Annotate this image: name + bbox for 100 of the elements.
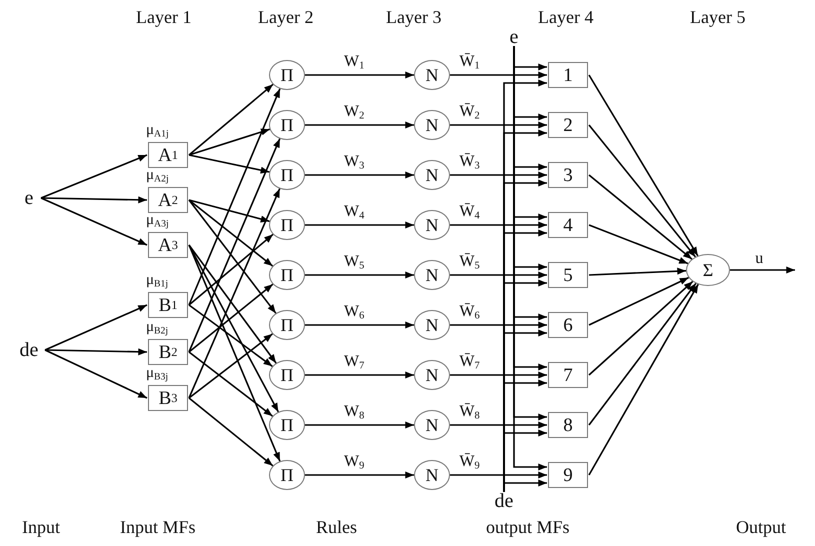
normalization-node: N — [414, 310, 450, 340]
arrow — [188, 244, 281, 462]
arrow — [188, 200, 276, 314]
membership-degree-label: μ$_{B3j}$ — [146, 366, 168, 382]
arrow — [188, 284, 274, 353]
bus-signal-label: de — [492, 492, 516, 510]
arrow — [588, 224, 688, 264]
layer-caption: Rules — [316, 518, 358, 536]
arrow — [40, 154, 148, 199]
normalization-node: N — [414, 210, 450, 240]
arrow — [588, 284, 699, 476]
arrow — [450, 222, 547, 228]
arrow — [40, 196, 148, 204]
output-membership-box: 2 — [548, 112, 588, 138]
arrow — [305, 372, 414, 378]
arrow — [44, 348, 148, 356]
arrow — [188, 84, 274, 156]
arrow — [305, 222, 414, 228]
arrow — [188, 244, 279, 412]
arrow — [305, 72, 414, 78]
layer-title: Layer 5 — [690, 8, 746, 26]
arrow — [503, 480, 547, 492]
arrow — [188, 88, 281, 306]
bus-signal-label: e — [508, 28, 520, 46]
edge-label: W$_{9}$ — [343, 454, 366, 472]
arrow — [450, 122, 547, 128]
input-variable-label: e — [18, 186, 40, 210]
edge-label: W$_{6}$ — [343, 304, 366, 322]
edge-label: W$_{3}$ — [343, 154, 366, 172]
arrow — [188, 244, 277, 364]
arrow — [44, 349, 148, 399]
normalization-node: N — [414, 460, 450, 490]
normalization-node: N — [414, 360, 450, 390]
layer-caption: Input — [22, 518, 60, 536]
membership-degree-label: μ$_{A2j}$ — [146, 168, 169, 184]
arrow — [450, 172, 547, 178]
arrow — [188, 188, 280, 398]
output-membership-box: 5 — [548, 262, 588, 288]
arrow — [188, 154, 270, 174]
arrow — [305, 272, 414, 278]
layer-title: Layer 4 — [538, 8, 594, 26]
layer-caption: output MFs — [486, 518, 570, 536]
arrow — [305, 472, 414, 478]
arrow — [188, 199, 270, 222]
arrow — [450, 322, 547, 328]
output-membership-box: 8 — [548, 412, 588, 438]
arrow — [188, 234, 274, 306]
normalization-node: N — [414, 260, 450, 290]
arrow — [588, 268, 686, 276]
arrow — [44, 304, 148, 351]
arrow — [188, 351, 273, 417]
edge-label: W̄$_{3}$ — [458, 154, 481, 172]
arrow — [588, 276, 689, 326]
output-membership-box: 6 — [548, 312, 588, 338]
edge-label: W̄$_{5}$ — [458, 254, 481, 272]
summation-node: Σ — [686, 254, 730, 286]
arrow — [588, 74, 698, 256]
arrow — [305, 172, 414, 178]
edge-label: W$_{5}$ — [343, 254, 366, 272]
output-membership-box: 7 — [548, 362, 588, 388]
output-membership-box: 3 — [548, 162, 588, 188]
edge-label: W̄$_{9}$ — [458, 454, 481, 472]
membership-degree-label: μ$_{A1j}$ — [146, 123, 169, 140]
arrow — [588, 280, 694, 376]
arrow — [40, 197, 148, 246]
layer-title: Layer 2 — [258, 8, 314, 26]
arrow — [730, 266, 795, 274]
normalization-node: N — [414, 410, 450, 440]
arrow — [188, 397, 274, 466]
arrow — [305, 122, 414, 128]
arrow — [305, 322, 414, 328]
arrow — [450, 422, 547, 428]
arrow — [188, 138, 281, 352]
arrow — [588, 174, 692, 260]
arrow — [305, 422, 414, 428]
arrow — [588, 124, 696, 258]
arrow — [450, 472, 547, 478]
arrow — [450, 372, 547, 378]
membership-degree-label: μ$_{B2j}$ — [146, 320, 168, 336]
output-membership-box: 1 — [548, 62, 588, 88]
output-membership-box: 9 — [548, 462, 588, 488]
membership-degree-label: μ$_{B1j}$ — [146, 273, 168, 290]
edge-label: W̄$_{8}$ — [458, 404, 481, 422]
arrow — [588, 282, 697, 426]
layer-caption: Output — [736, 518, 786, 536]
arrow — [188, 333, 273, 399]
arrow — [450, 72, 547, 78]
output-membership-box: 4 — [548, 212, 588, 238]
membership-degree-label: μ$_{A3j}$ — [146, 213, 169, 230]
edge-label: W̄$_{6}$ — [458, 304, 481, 322]
arrow — [450, 272, 547, 278]
normalization-node: N — [414, 110, 450, 140]
edge-label: W$_{8}$ — [343, 404, 366, 422]
layer-caption: Input MFs — [120, 518, 196, 536]
layer-title: Layer 3 — [386, 8, 442, 26]
arrow — [188, 128, 270, 156]
input-variable-label: de — [14, 338, 44, 362]
arrow — [188, 304, 273, 367]
layer-title: Layer 1 — [136, 8, 192, 26]
normalization-node: N — [414, 60, 450, 90]
